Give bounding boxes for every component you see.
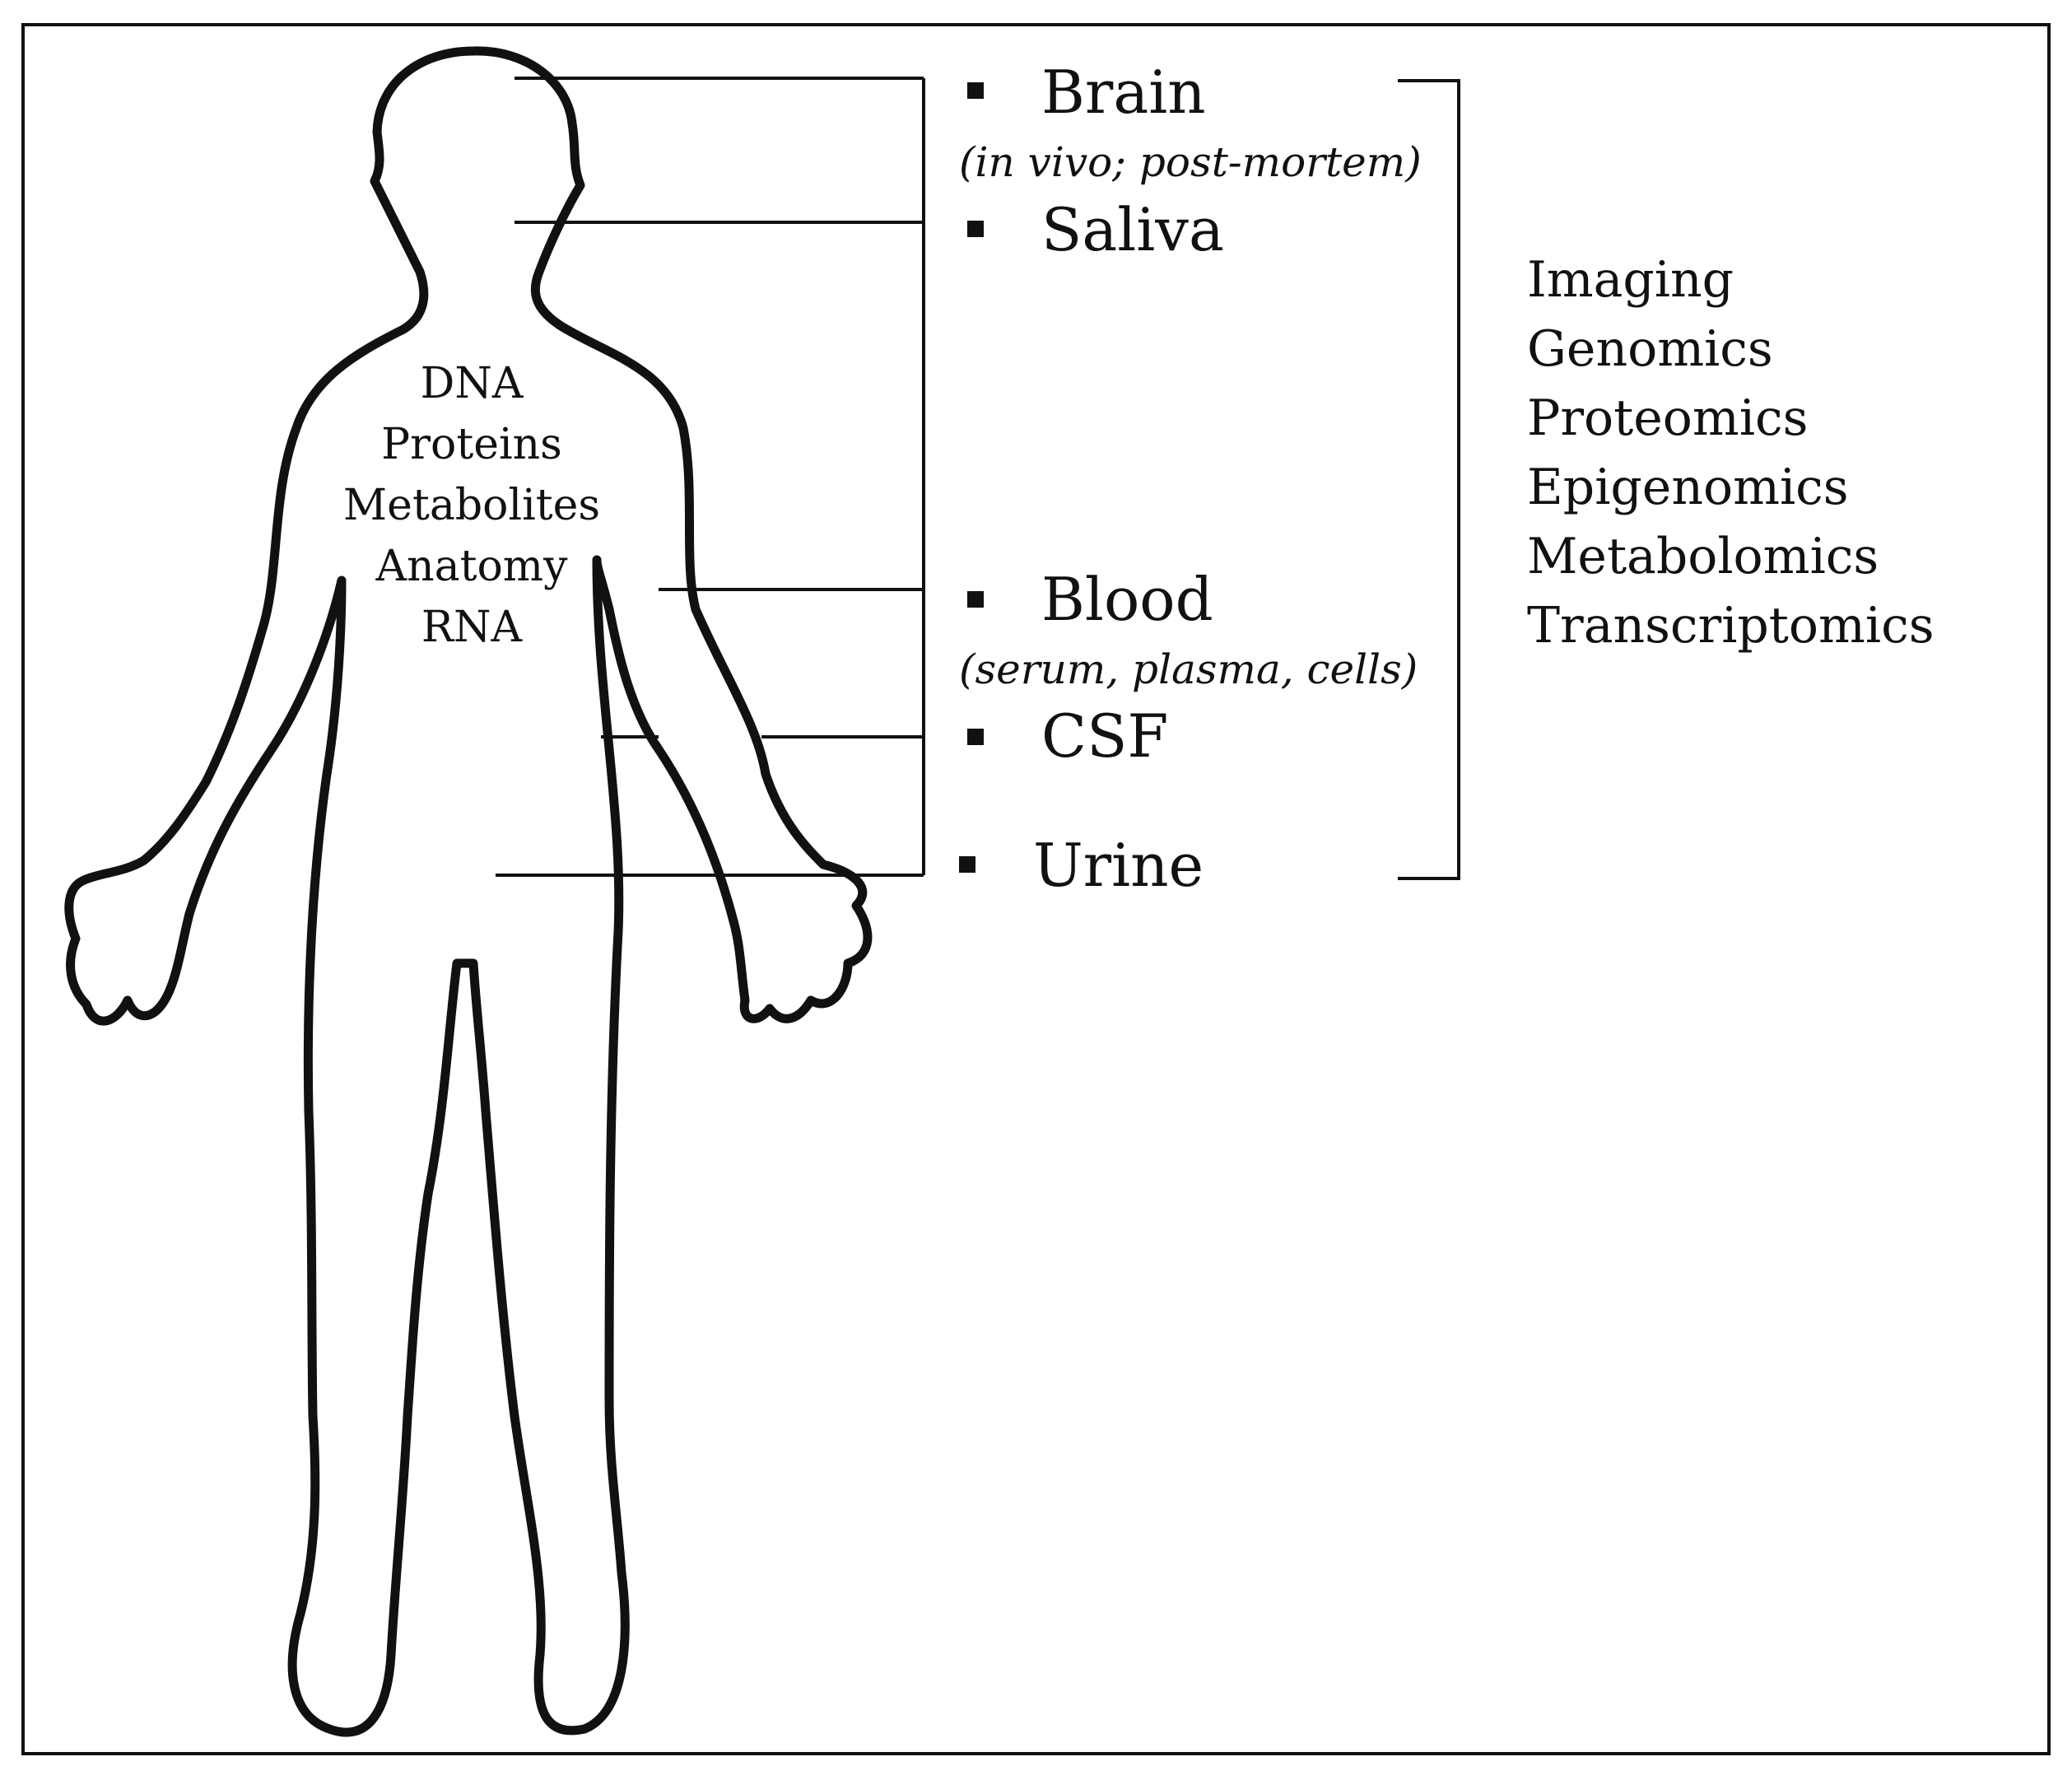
body-label-metabolites: Metabolites — [342, 481, 601, 530]
human-body-outline-icon — [64, 46, 873, 1737]
analysis-genomics: Genomics — [1527, 320, 1773, 378]
sample-note-brain: (in vivo; post-mortem) — [959, 138, 1422, 186]
body-label-dna: DNA — [420, 359, 524, 408]
square-bullet-icon — [967, 729, 984, 745]
square-bullet-icon — [967, 591, 984, 608]
square-bullet-icon — [967, 82, 984, 99]
sample-label-saliva: Saliva — [1041, 195, 1224, 264]
analysis-proteomics: Proteomics — [1527, 389, 1809, 447]
square-bullet-icon — [959, 856, 975, 873]
sample-label-urine: Urine — [1033, 831, 1204, 900]
sample-note-blood: (serum, plasma, cells) — [959, 645, 1418, 693]
analysis-metabolomics: Metabolomics — [1527, 528, 1879, 585]
body-label-proteins: Proteins — [381, 420, 562, 469]
sample-label-blood: Blood — [1041, 565, 1213, 634]
sample-label-brain: Brain — [1041, 58, 1206, 127]
figure-border — [21, 23, 2051, 1755]
sample-label-csf: CSF — [1041, 701, 1169, 771]
analysis-imaging: Imaging — [1527, 251, 1734, 309]
connector-lines — [496, 77, 925, 877]
body-label-anatomy: Anatomy — [375, 542, 568, 591]
body-label-rna: RNA — [421, 603, 523, 652]
analysis-epigenomics: Epigenomics — [1527, 459, 1849, 516]
analysis-transcriptomics: Transcriptomics — [1527, 597, 1935, 655]
right-bracket — [1398, 79, 1460, 880]
square-bullet-icon — [967, 221, 984, 237]
